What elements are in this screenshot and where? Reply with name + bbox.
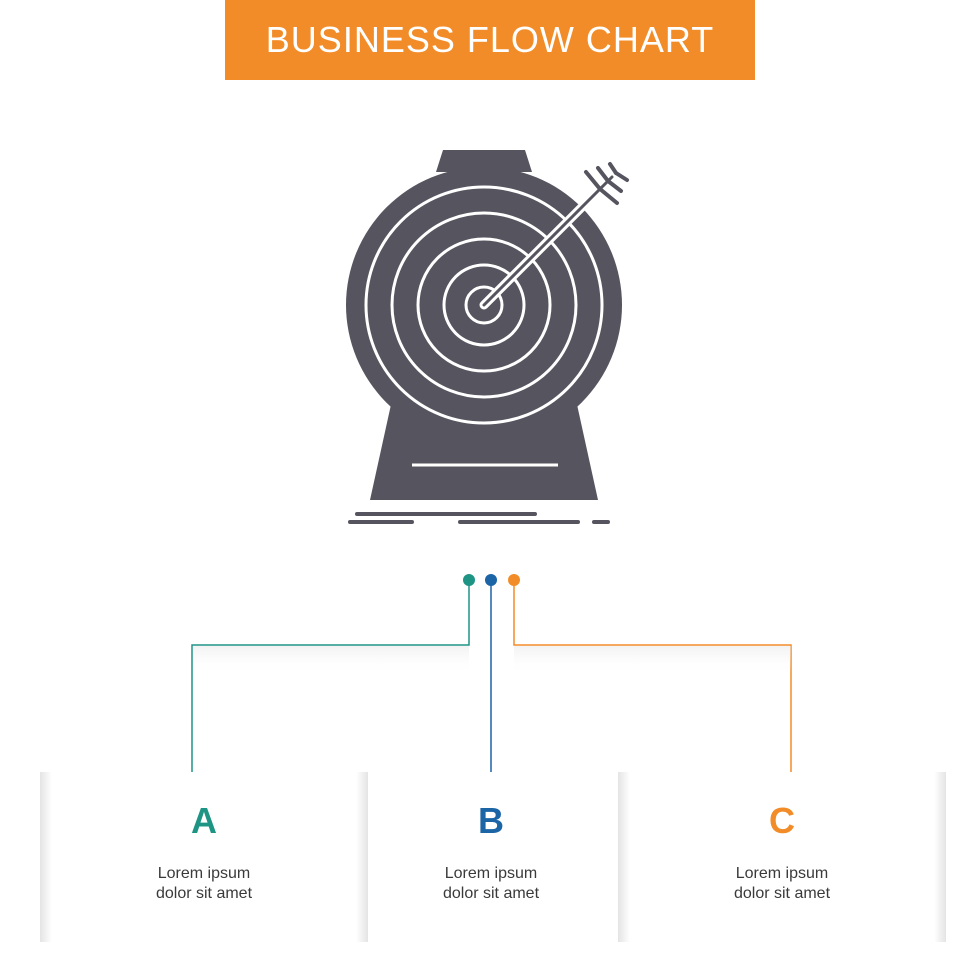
page-title: BUSINESS FLOW CHART — [265, 19, 715, 60]
connector-c — [513, 580, 792, 780]
step-letter-b: B — [478, 800, 504, 841]
step-line-2: dolor sit amet — [155, 885, 253, 902]
node-dot-c — [508, 574, 520, 586]
step-card-c: C Lorem ipsum dolor sit amet — [618, 772, 946, 942]
target-arrow-icon — [346, 150, 629, 524]
step-card-a: A Lorem ipsum dolor sit amet — [40, 772, 368, 942]
step-line-2: dolor sit amet — [442, 885, 540, 902]
step-line-1: Lorem ipsum — [444, 865, 538, 882]
node-dot-a — [463, 574, 475, 586]
step-description-a: Lorem ipsum dolor sit amet — [44, 864, 364, 904]
connector-a — [191, 580, 470, 780]
step-description-c: Lorem ipsum dolor sit amet — [622, 864, 942, 904]
title-banner: BUSINESS FLOW CHART — [225, 0, 755, 80]
step-letter-c: C — [769, 800, 795, 841]
step-description-b: Lorem ipsum dolor sit amet — [368, 864, 614, 904]
node-dot-b — [485, 574, 497, 586]
step-card-b: B Lorem ipsum dolor sit amet — [368, 772, 614, 942]
step-line-1: Lorem ipsum — [157, 865, 251, 882]
step-letter-a: A — [191, 800, 217, 841]
connectors — [191, 580, 792, 780]
step-line-1: Lorem ipsum — [735, 865, 829, 882]
step-line-2: dolor sit amet — [733, 885, 831, 902]
